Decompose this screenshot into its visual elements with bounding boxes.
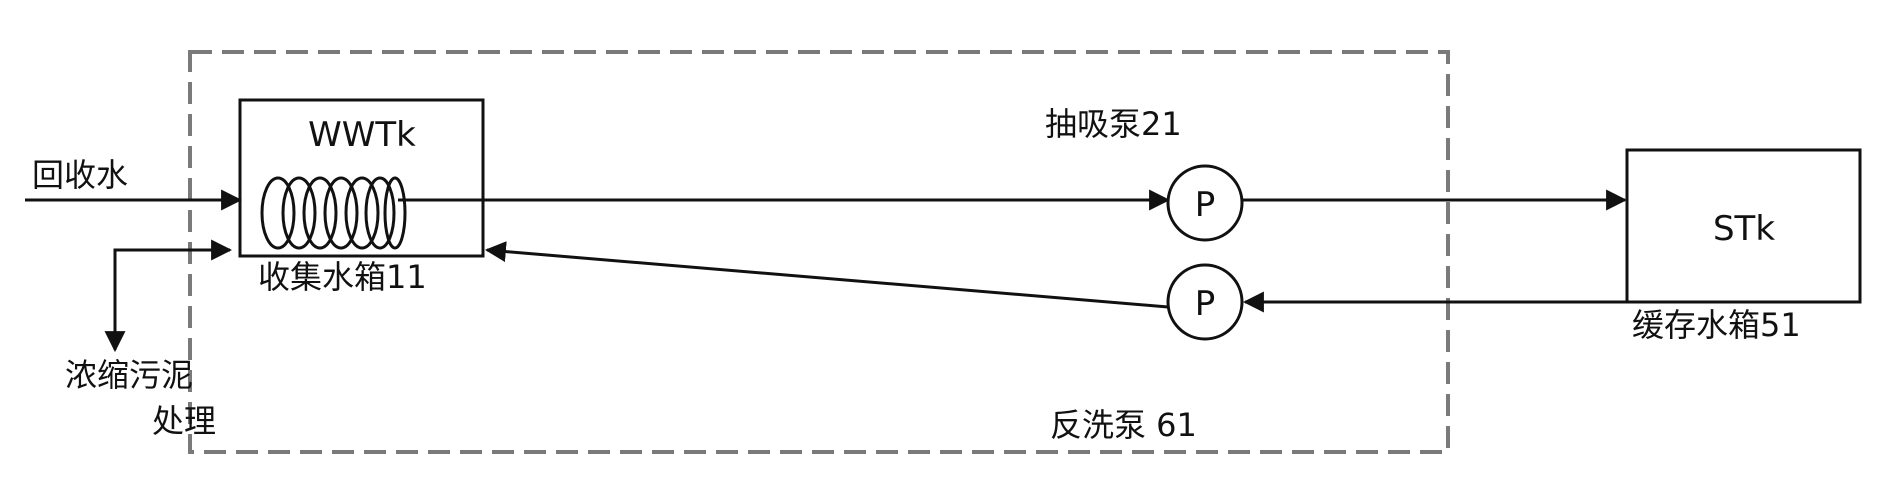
membrane-coil-icon xyxy=(260,176,407,250)
sludge-label-line2: 处理 xyxy=(152,402,216,440)
buffer-tank-box xyxy=(1625,148,1862,304)
backwash-pump-symbol: P xyxy=(1195,284,1216,324)
collection-tank-label: 收集水箱11 xyxy=(258,258,427,296)
backwash-pump-icon xyxy=(1166,263,1244,341)
backwash-return-arrow xyxy=(484,241,1169,309)
backwash-pump-label: 反洗泵 61 xyxy=(1050,406,1197,444)
suction-pump-icon xyxy=(1166,164,1244,242)
collection-tank-name: WWTk xyxy=(308,115,416,155)
suction-pump-symbol: P xyxy=(1195,185,1216,225)
suction-pump-label: 抽吸泵21 xyxy=(1045,105,1182,143)
sludge-discharge-arrow xyxy=(104,239,233,353)
inflow-label: 回收水 xyxy=(32,156,128,194)
buffer-tank-name: STk xyxy=(1713,209,1775,249)
buffer-tank-label: 缓存水箱51 xyxy=(1632,306,1801,344)
sludge-label-line1: 浓缩污泥 xyxy=(65,356,193,394)
